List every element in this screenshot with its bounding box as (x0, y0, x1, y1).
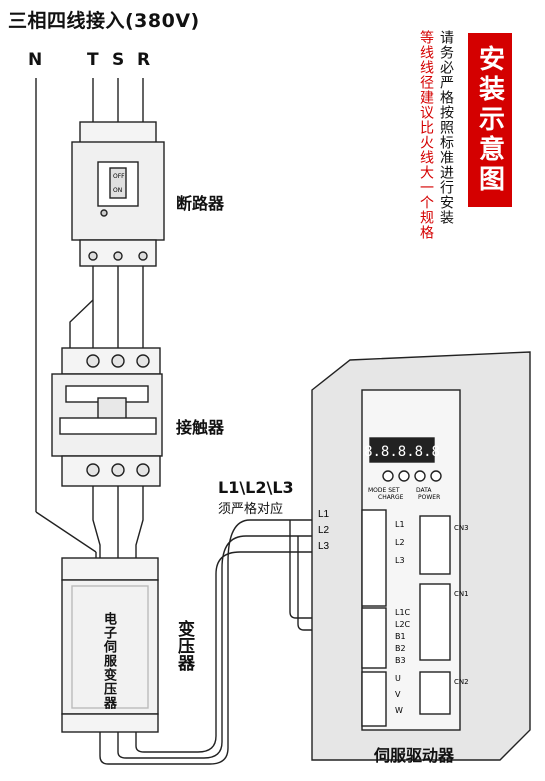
servo-data-label: DATA (416, 487, 432, 494)
servo-term-b3: B3 (395, 656, 406, 665)
cn1-port (419, 583, 451, 661)
install-note-red: 等线线径建议比火线大一个规格 (418, 30, 434, 240)
servo-term-w: W (395, 706, 403, 715)
transformer-bottom-terminals (61, 713, 159, 733)
servo-terminal-block-mid (361, 607, 387, 669)
servo-power-label: POWER (418, 494, 440, 501)
breaker-switch (109, 167, 127, 199)
phase-r-label: R (137, 50, 151, 70)
servo-charge-label: CHARGE (378, 494, 404, 501)
l-wire-note: 须严格对应 (218, 502, 284, 517)
install-note-black: 请务必严格按照标准进行安装 (438, 30, 454, 225)
servo-terminal-block-bot (361, 671, 387, 727)
phase-t-label: T (87, 50, 99, 70)
servo-term-l2c: L2C (395, 620, 411, 629)
breaker-top-terminals (79, 121, 157, 145)
diagram-title-box: 安装示意图 (468, 33, 512, 207)
servo-term-l3: L3 (395, 556, 405, 565)
servo-mode-set-label: MODE SET (368, 487, 400, 494)
servo-term-b1: B1 (395, 632, 406, 641)
servo-term-l1: L1 (395, 520, 405, 529)
l-wire-heading: L1\L2\L3 (218, 478, 294, 497)
wire-label-l3: L3 (318, 541, 330, 552)
servo-term-v: V (395, 690, 401, 699)
servo-term-l2: L2 (395, 538, 405, 547)
cn3-port (419, 515, 451, 575)
page-title: 三相四线接入(380V) (8, 10, 200, 32)
contactor-label: 接触器 (176, 418, 225, 437)
breaker-off-label: OFF (113, 173, 125, 180)
cn2-port (419, 671, 451, 715)
transformer-body-label: 电子伺服变压器 (101, 612, 116, 710)
transformer-label: 变压器 (174, 620, 194, 671)
servo-cn1: CN1 (454, 590, 469, 598)
servo-display-frame (369, 437, 435, 463)
servo-display: 8.8.8.8.8 (364, 444, 440, 460)
servo-cn2: CN2 (454, 678, 469, 686)
servo-cn3: CN3 (454, 524, 469, 532)
phase-s-label: S (112, 50, 125, 70)
phase-n-label: N (28, 50, 43, 70)
servo-terminal-block-top (361, 509, 387, 607)
transformer-top-terminals (61, 557, 159, 581)
servo-term-b2: B2 (395, 644, 406, 653)
wire-label-l2: L2 (318, 525, 330, 536)
wire-label-l1: L1 (318, 509, 330, 520)
breaker-on-label: ON (113, 187, 122, 194)
transformer-body (61, 579, 159, 715)
servo-drive-label: 伺服驱动器 (374, 746, 455, 765)
breaker-label: 断路器 (176, 194, 225, 213)
servo-term-l1c: L1C (395, 608, 411, 617)
servo-term-u: U (395, 674, 401, 683)
neutral-wire-bend (35, 511, 97, 553)
